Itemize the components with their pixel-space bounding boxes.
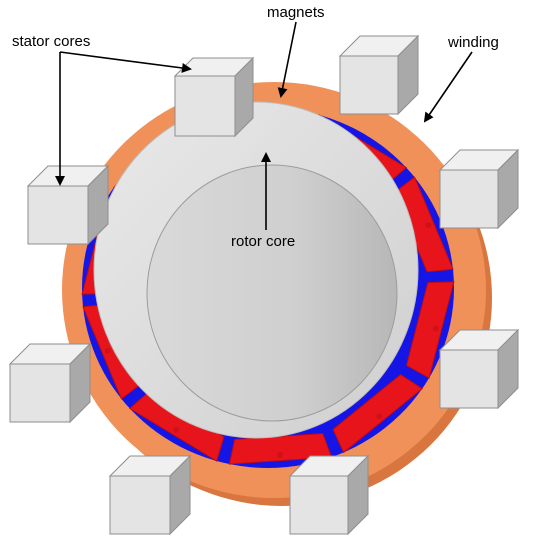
arrow-magnets: [277, 21, 297, 98]
arrow-stator-cores-1: [59, 51, 192, 73]
arrow-winding: [423, 51, 473, 123]
rotor-core-bore: [147, 165, 397, 421]
label-rotor-core: rotor core: [231, 233, 295, 250]
stator-teeth: [8, 34, 520, 536]
stator-core-tooth: [338, 34, 420, 116]
stator-core-tooth: [26, 164, 110, 246]
stator-core-tooth: [288, 454, 370, 536]
label-stator-cores: stator cores: [12, 33, 90, 50]
stator-core-tooth: [8, 342, 92, 424]
stator-core-tooth: [108, 454, 192, 536]
magnet-segment: [228, 432, 333, 465]
rotor-core: [93, 101, 419, 439]
stator-core-tooth: [438, 148, 520, 230]
magnet-segment: [405, 281, 455, 379]
annotations: stator cores magnets winding rotor core: [12, 4, 499, 250]
stator-core-tooth: [173, 56, 255, 138]
label-winding: winding: [447, 34, 499, 51]
stator-core-tooth: [438, 328, 520, 410]
magnet-segment: [393, 176, 454, 273]
magnet-segment: [332, 373, 424, 454]
label-magnets: magnets: [267, 4, 325, 21]
rotor-core-bore-edge: [146, 164, 398, 422]
